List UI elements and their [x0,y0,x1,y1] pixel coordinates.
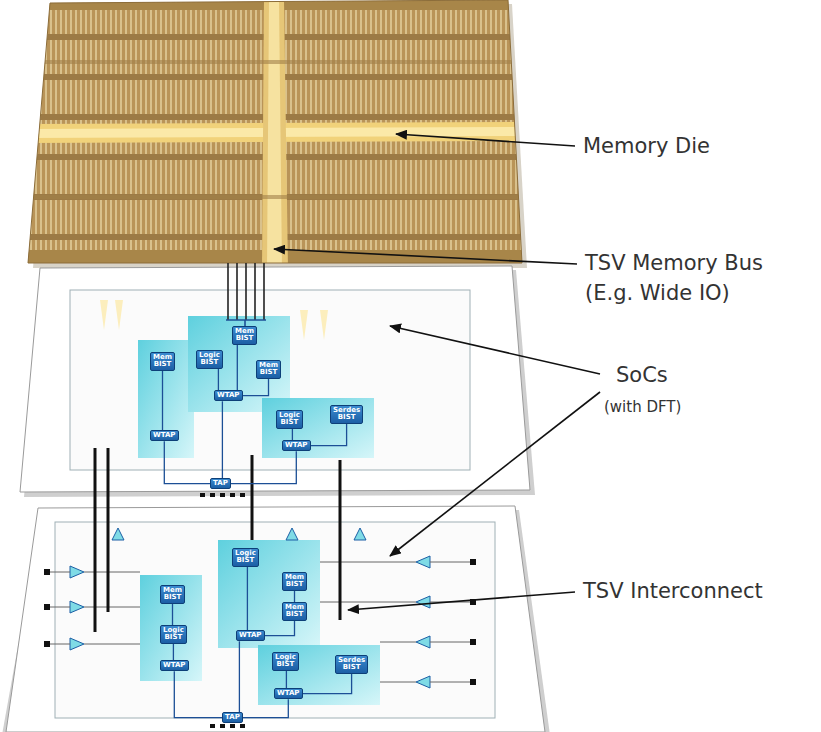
block-label: TAP [213,480,228,487]
block-label: Mem BIST [259,362,278,377]
tsv-memory-bus [226,263,266,326]
dft-block: WTAP [150,430,179,441]
pins [200,493,245,497]
test-wire [162,371,163,430]
test-wire [243,379,269,396]
block-label: Mem BIST [285,604,304,619]
dft-block: Mem BIST [232,326,257,345]
test-wire [231,451,296,483]
test-wire [294,591,295,602]
block-label: Mem BIST [163,587,182,602]
dft-block: WTAP [236,630,265,641]
dft-block: Logic BIST [196,350,223,369]
memory-die [20,0,540,270]
dft-block: TAP [222,712,243,723]
test-wire [222,401,223,478]
block-label: Logic BIST [275,654,296,669]
test-wire [218,369,219,390]
block-label: WTAP [239,632,262,639]
test-wire [303,674,352,694]
callout-label: TSV Interconnect [583,576,763,606]
dft-block: Serdes BIST [330,405,363,424]
block-label: Logic BIST [163,627,184,642]
dft-block: WTAP [274,688,303,699]
test-wire [239,641,240,712]
test-wire [292,429,293,440]
test-wire [243,699,288,717]
test-wire [174,671,222,717]
block-label: Mem BIST [153,354,172,369]
callout-label: TSV Memory Bus (E.g. Wide IO) [585,248,785,308]
dft-block: Mem BIST [160,585,185,604]
core-region [258,645,380,705]
core-region [138,340,194,458]
test-wire [172,604,173,625]
core-region [262,398,374,458]
block-label: Mem BIST [235,328,254,343]
io-wires [50,562,470,682]
block-label: Logic BIST [279,412,300,427]
block-label: WTAP [163,662,186,669]
dft-block: Mem BIST [282,602,307,621]
dft-block: Logic BIST [232,548,259,567]
tsv-interconnect [95,448,340,632]
callout-label: Memory Die [583,131,710,161]
dft-block: TAP [210,478,231,489]
dft-block: WTAP [214,390,243,401]
test-wire [247,567,248,630]
block-label: Serdes BIST [333,407,360,422]
block-label: WTAP [217,392,240,399]
dft-block: Serdes BIST [335,655,368,674]
dft-block: Logic BIST [276,410,303,429]
dft-block: WTAP [160,660,189,671]
soc-core [55,522,495,718]
core-region [188,316,290,412]
layer-shadow [24,270,535,497]
core-region [218,540,320,648]
block-label: WTAP [277,690,300,697]
block-label: Serdes BIST [338,657,365,672]
test-wire [265,621,295,636]
test-wire [164,441,210,483]
block-label: WTAP [153,432,176,439]
test-wire [311,424,347,446]
test-wire [237,345,238,390]
block-label: Mem BIST [285,574,304,589]
block-label: Logic BIST [235,550,256,565]
leader-arrows [274,134,600,610]
block-label: TAP [225,714,240,721]
dft-block: Mem BIST [150,352,175,371]
soc-layer [6,506,545,732]
layer-shadow [2,510,550,732]
dft-block: Logic BIST [272,652,299,671]
block-label: WTAP [285,442,308,449]
test-wire [286,671,287,688]
callout-label: SoCs [616,360,668,390]
soc-core [70,290,470,470]
dft-block: Mem BIST [282,572,307,591]
dft-block: Logic BIST [160,625,187,644]
core-region [140,575,202,681]
test-wire [173,644,174,660]
callout-label: (with DFT) [604,392,681,422]
block-label: Logic BIST [199,352,220,367]
dft-block: Mem BIST [256,360,281,379]
dft-block: WTAP [282,440,311,451]
